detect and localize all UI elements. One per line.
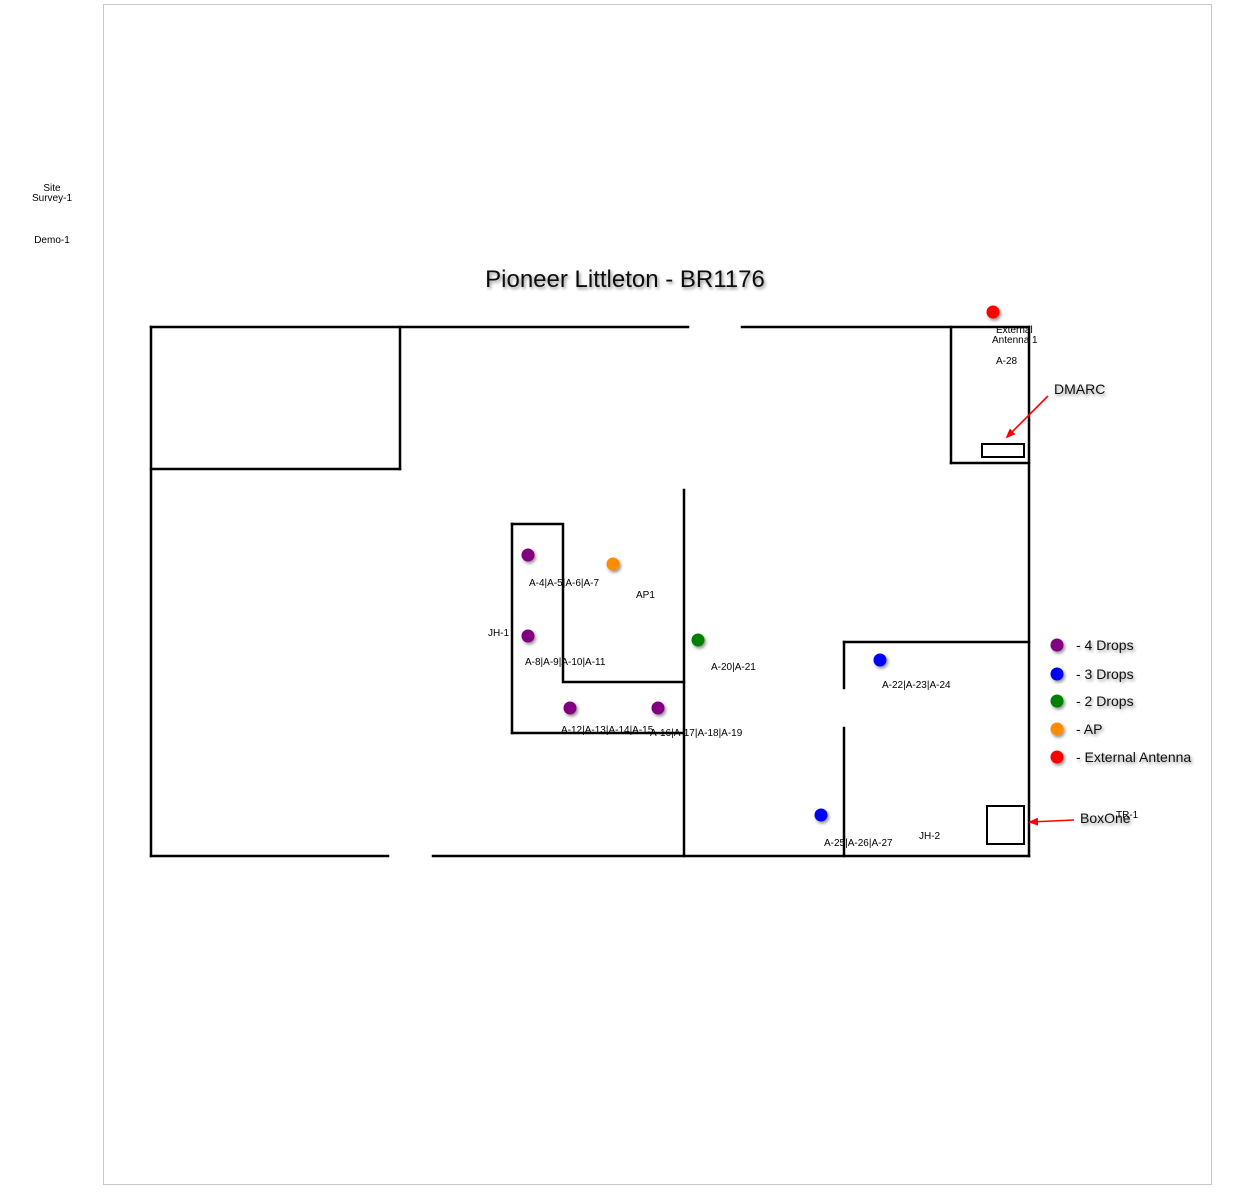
three-drops-marker[interactable]	[814, 808, 828, 822]
label-drops-a20-a21: A-20|A-21	[711, 662, 756, 673]
drawing-canvas[interactable]	[103, 4, 1212, 1185]
legend-label: - AP	[1076, 721, 1102, 737]
label-drops-a25-a27: A-25|A-26|A-27	[824, 838, 893, 849]
label-external-antenna: Antenna 1	[992, 335, 1038, 346]
legend-item: - AP	[1050, 721, 1102, 737]
legend-item: - 2 Drops	[1050, 693, 1134, 709]
page-title: Pioneer Littleton - BR1176	[485, 266, 765, 293]
four-drops-marker[interactable]	[521, 629, 535, 643]
sidebar-item-demo[interactable]: Demo-1	[0, 236, 104, 246]
wall	[510, 522, 686, 684]
legend: - 4 Drops - 3 Drops - 2 Drops - AP - Ext…	[1050, 637, 1191, 765]
legend-swatch	[1050, 722, 1064, 736]
callout-dmarc: DMARC	[1054, 381, 1105, 397]
legend-item: - 4 Drops	[1050, 637, 1134, 653]
label-drops-a16-a19: A-16|A-17|A-18|A-19	[650, 728, 743, 739]
walls	[149, 325, 1031, 858]
label-a28: A-28	[996, 356, 1018, 367]
sidebar-item-site-survey[interactable]: Site Survey-1	[0, 184, 104, 204]
sidebar-item-label: Survey-1	[31, 193, 72, 204]
two-drops-marker[interactable]	[691, 633, 705, 647]
legend-item: - External Antenna	[1050, 749, 1191, 765]
label-ap1: AP1	[636, 590, 655, 601]
label-jh2: JH-2	[919, 831, 941, 842]
callout-boxone: BoxOne	[1080, 810, 1131, 826]
ap-marker[interactable]	[606, 557, 620, 571]
external-antenna-marker[interactable]	[986, 305, 1000, 319]
legend-label: - 2 Drops	[1076, 693, 1134, 709]
label-tr1: TR-1	[1116, 810, 1139, 821]
legend-swatch	[1050, 667, 1064, 681]
three-drops-marker[interactable]	[873, 653, 887, 667]
legend-swatch	[1050, 638, 1064, 652]
label-drops-a4-a7: A-4|A-5|A-6|A-7	[529, 578, 599, 589]
drop-markers	[521, 305, 1000, 822]
four-drops-marker[interactable]	[521, 548, 535, 562]
drop-labels: External Antenna 1 A-28 A-4|A-5|A-6|A-7 …	[488, 325, 1139, 849]
legend-label: - 4 Drops	[1076, 637, 1134, 653]
legend-label: - External Antenna	[1076, 749, 1191, 765]
legend-label: - 3 Drops	[1076, 666, 1134, 682]
legend-swatch	[1050, 694, 1064, 708]
label-external-antenna: External	[996, 325, 1033, 336]
legend-swatch	[1050, 750, 1064, 764]
four-drops-marker[interactable]	[651, 701, 665, 715]
boxone-box[interactable]	[986, 805, 1025, 845]
dmarc-arrow	[1005, 395, 1049, 439]
label-drops-a22-a24: A-22|A-23|A-24	[882, 680, 951, 691]
dmarc-box[interactable]	[981, 443, 1025, 458]
label-drops-a8-a11: A-8|A-9|A-10|A-11	[525, 657, 606, 668]
sidebar-item-label: Demo-1	[34, 235, 70, 246]
four-drops-marker[interactable]	[563, 701, 577, 715]
sidebar-item-label: Site	[43, 183, 61, 194]
label-jh1: JH-1	[488, 628, 510, 639]
legend-item: - 3 Drops	[1050, 666, 1134, 682]
label-drops-a12-a15: A-12|A-13|A-14|A-15	[561, 725, 654, 736]
boxone-arrow	[1028, 817, 1075, 826]
